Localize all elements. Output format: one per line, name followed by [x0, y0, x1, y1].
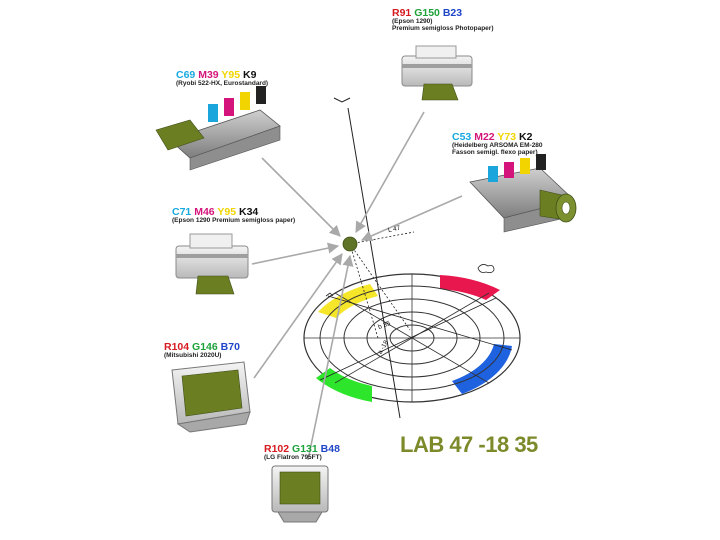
- device-desc: Premium semigloss Photopaper): [392, 24, 494, 32]
- m-value: M39: [198, 69, 219, 81]
- k-value: K34: [239, 206, 259, 218]
- b-value: B23: [442, 7, 463, 19]
- convergence-arrows: [251, 111, 463, 461]
- printer-icon: [175, 233, 249, 295]
- axis-mark-small: [325, 292, 334, 297]
- k-value: K2: [519, 131, 533, 143]
- device-label-lg: R102 G131 B48 (LG Flatron 795FT): [264, 443, 340, 462]
- lab-color-wheel: [303, 273, 521, 403]
- g-value: G131: [292, 443, 318, 455]
- device-label-heidelberg: C53 M22 Y73 K2 (Heidelberg ARSOMA EM-280…: [452, 131, 543, 157]
- l-dashed: [349, 231, 415, 245]
- arrow-from-heidelberg: [360, 195, 463, 242]
- rgb-values: R104 G146 B70: [164, 341, 240, 353]
- arrow-from-epson-semi: [251, 242, 340, 265]
- device-desc: (Epson 1290): [392, 18, 433, 26]
- arrow-from-lg: [307, 254, 354, 461]
- wheel-segment-blue: [452, 344, 512, 394]
- c-value: C71: [172, 206, 192, 218]
- b-value: B70: [220, 341, 240, 353]
- a-axis-line: [327, 295, 513, 351]
- device-desc: Fasson semigl. flexo paper): [452, 148, 538, 156]
- cmyk-values: C53 M22 Y73 K2: [452, 131, 543, 143]
- r-value: R104: [164, 341, 190, 353]
- cmyk-values: C69 M39 Y95 K9: [176, 69, 268, 81]
- c-value: C53: [452, 131, 472, 143]
- k-value: K9: [243, 69, 257, 81]
- arrow-from-ryobi: [261, 157, 341, 237]
- device-desc: (Heidelberg ARSOMA EM-280: [452, 142, 543, 150]
- device-label-mitsubishi: R104 G146 B70 (Mitsubishi 2020U): [164, 341, 240, 360]
- axis-mark-top: [333, 97, 351, 103]
- device-label-epson-semigloss: C71 M46 Y95 K34 (Epson 1290 Premium semi…: [172, 206, 296, 225]
- offset-press-icon: [155, 86, 281, 171]
- device-desc: (Ryobi 522-HX, Eurostandard): [176, 80, 269, 88]
- m-value: M22: [474, 131, 495, 143]
- rgb-values: R102 G131 B48: [264, 443, 340, 455]
- device-desc: (LG Flatron 795FT): [264, 454, 322, 462]
- crt-monitor-icon: [171, 361, 251, 433]
- g-value: G150: [414, 7, 440, 19]
- center-color-dot: [342, 236, 358, 252]
- printer-icon: [401, 45, 473, 101]
- flexo-press-icon: [469, 154, 577, 233]
- c-value: C69: [176, 69, 196, 81]
- wheel-segment-red: [440, 275, 500, 300]
- b-dashed: [349, 243, 411, 331]
- r-value: R102: [264, 443, 290, 455]
- b-axis-line: [319, 297, 497, 381]
- axis-mark-cloud: [477, 264, 495, 274]
- y-value: Y73: [497, 131, 517, 143]
- arrow-from-epson-photo: [355, 111, 425, 233]
- wheel-divider: [334, 292, 490, 384]
- device-desc: (Mitsubishi 2020U): [164, 352, 222, 360]
- cmyk-values: C71 M46 Y95 K34: [172, 206, 295, 218]
- arrow-from-mitsubishi: [253, 253, 343, 379]
- m-value: M46: [194, 206, 215, 218]
- g-value: G146: [192, 341, 218, 353]
- device-label-ryobi: C69 M39 Y95 K9 (Ryobi 522-HX, Eurostanda…: [176, 69, 269, 88]
- small-monitor-icon: [271, 465, 329, 523]
- device-label-epson-photopaper: R91 G150 B23 (Epson 1290) Premium semigl…: [392, 7, 494, 33]
- wheel-segment-green: [316, 368, 372, 402]
- r-value: R91: [392, 7, 412, 19]
- lab-value-label: LAB 47 -18 35: [400, 432, 538, 457]
- l-axis-line: [347, 107, 401, 419]
- lab-axes: [319, 97, 513, 419]
- device-desc: (Epson 1290 Premium semigloss paper): [172, 217, 296, 225]
- a-dashed: [349, 243, 379, 339]
- y-value: Y95: [221, 69, 241, 81]
- b-value: B48: [320, 443, 340, 455]
- rgb-values: R91 G150 B23: [392, 7, 494, 19]
- y-value: Y95: [217, 206, 237, 218]
